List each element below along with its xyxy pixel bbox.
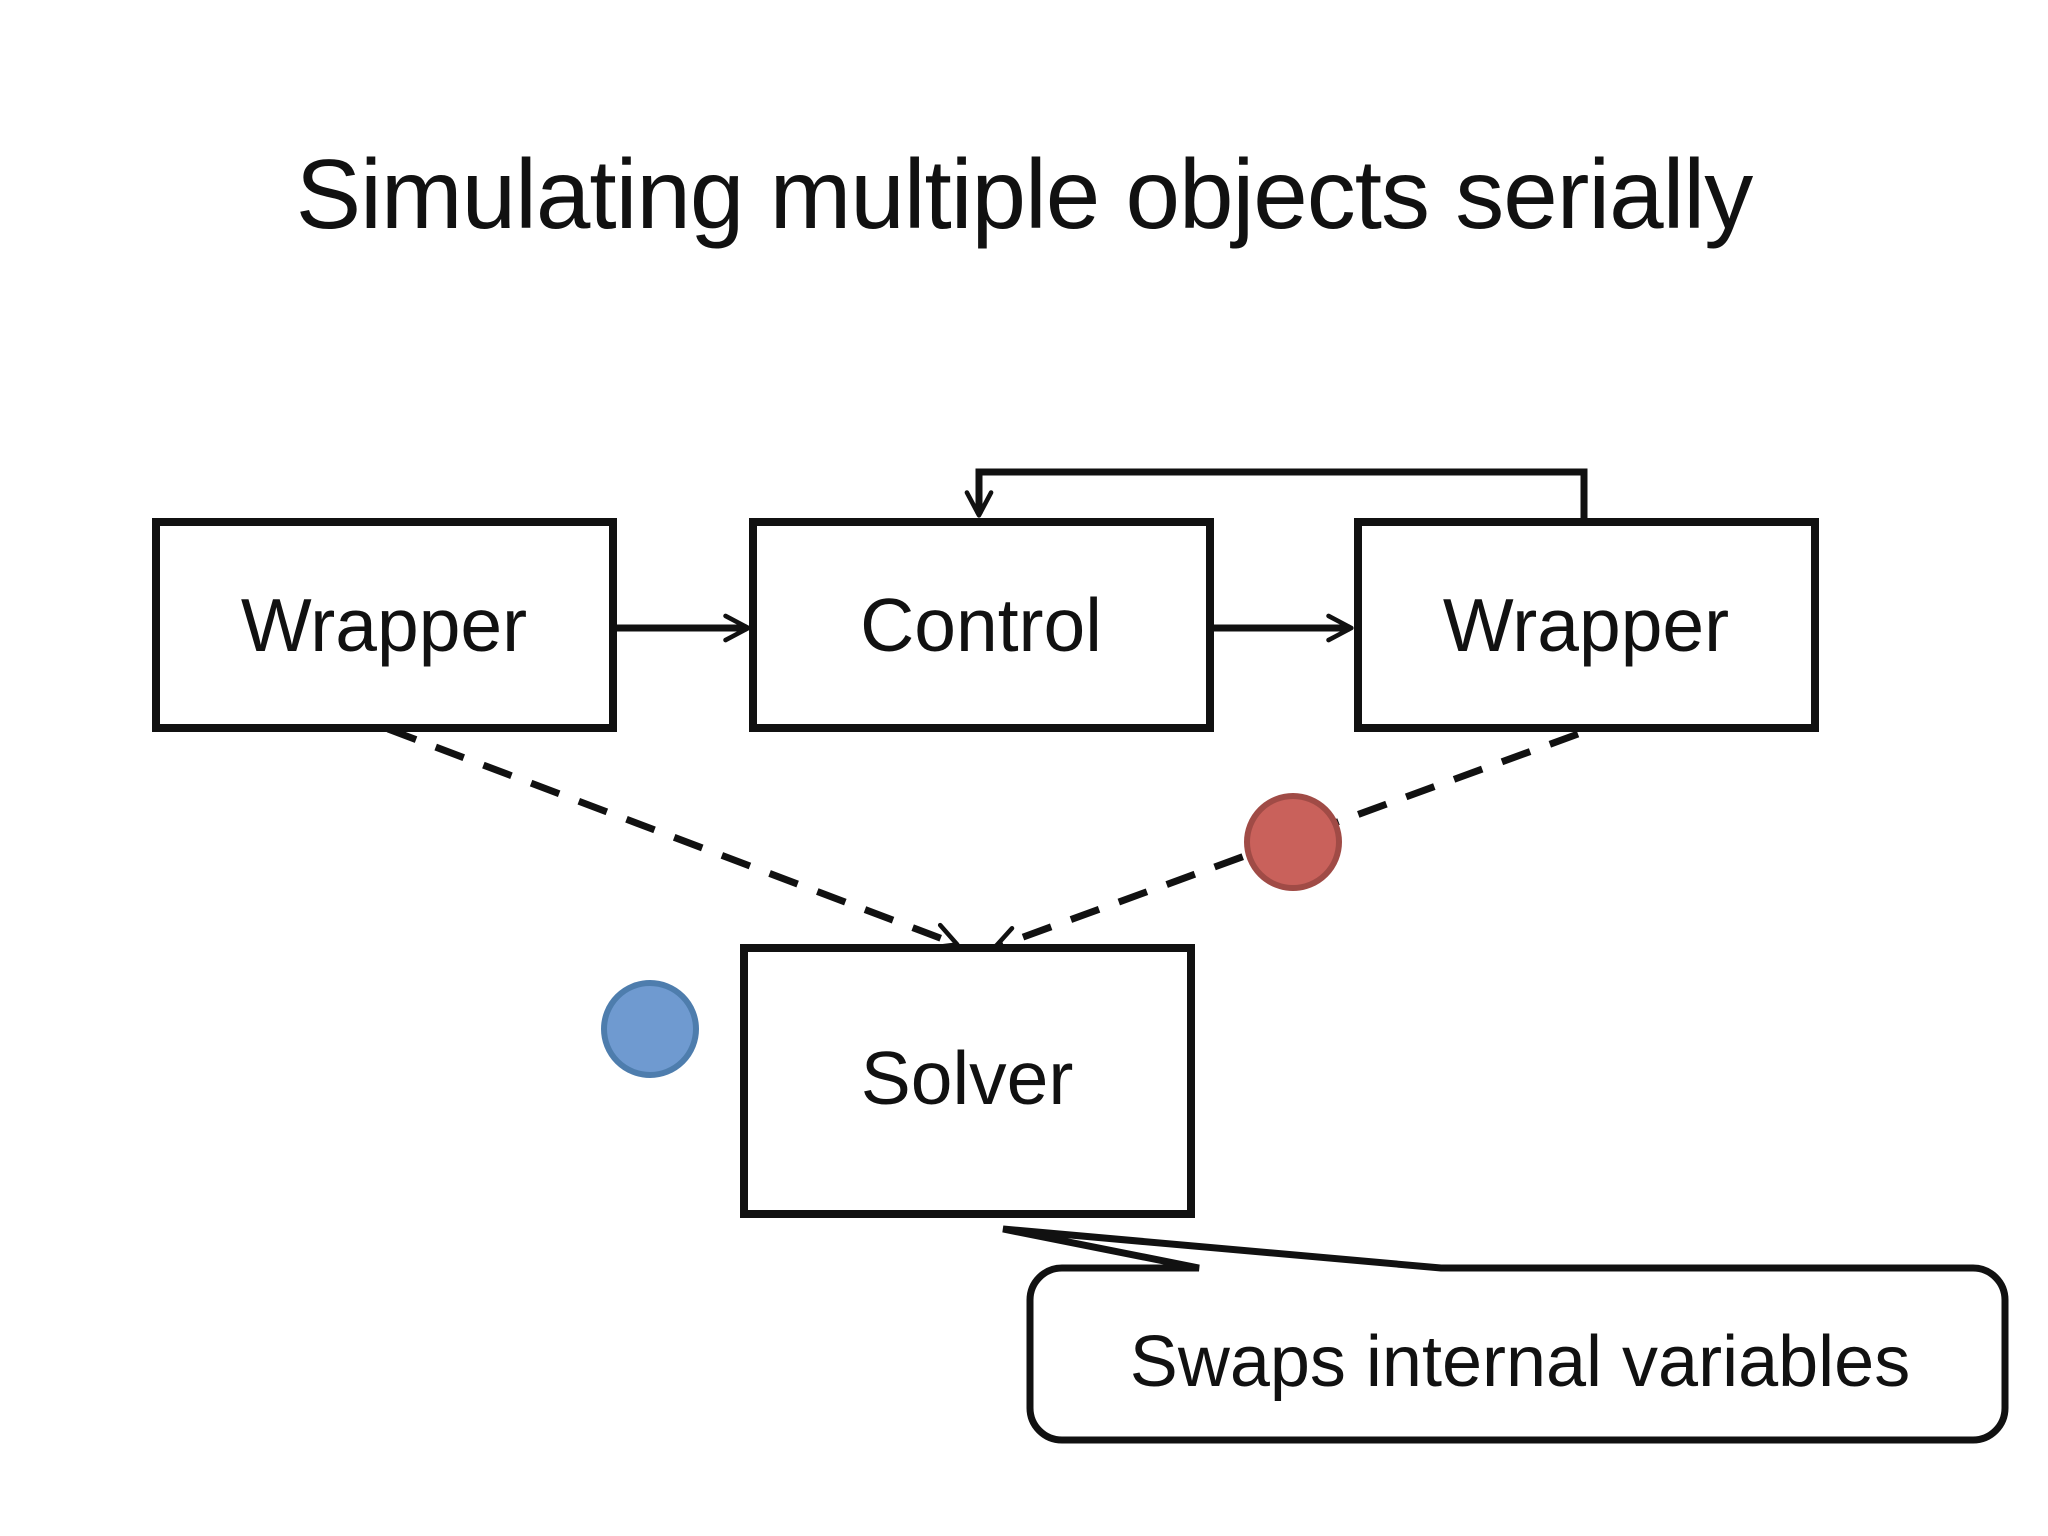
dashed-arrow-left-wrapper-to-solver <box>386 725 960 950</box>
solver-box <box>740 944 1195 1218</box>
wrapper-right-label: Wrapper <box>1443 583 1729 667</box>
red-dot <box>1244 793 1342 891</box>
callout-label: Swaps internal variables <box>1130 1322 1910 1402</box>
slide-title: Simulating multiple objects serially <box>296 139 1753 249</box>
solver-label: Solver <box>861 1036 1074 1120</box>
control-box <box>749 518 1214 732</box>
wrapper-right-box <box>1354 518 1819 732</box>
callout-bubble <box>1002 1225 2009 1444</box>
feedback-loop-arrow <box>964 468 1588 520</box>
wrapper-left-box <box>152 518 617 732</box>
wrapper-left-label: Wrapper <box>241 583 527 667</box>
blue-dot <box>601 980 699 1078</box>
control-label: Control <box>860 583 1102 667</box>
